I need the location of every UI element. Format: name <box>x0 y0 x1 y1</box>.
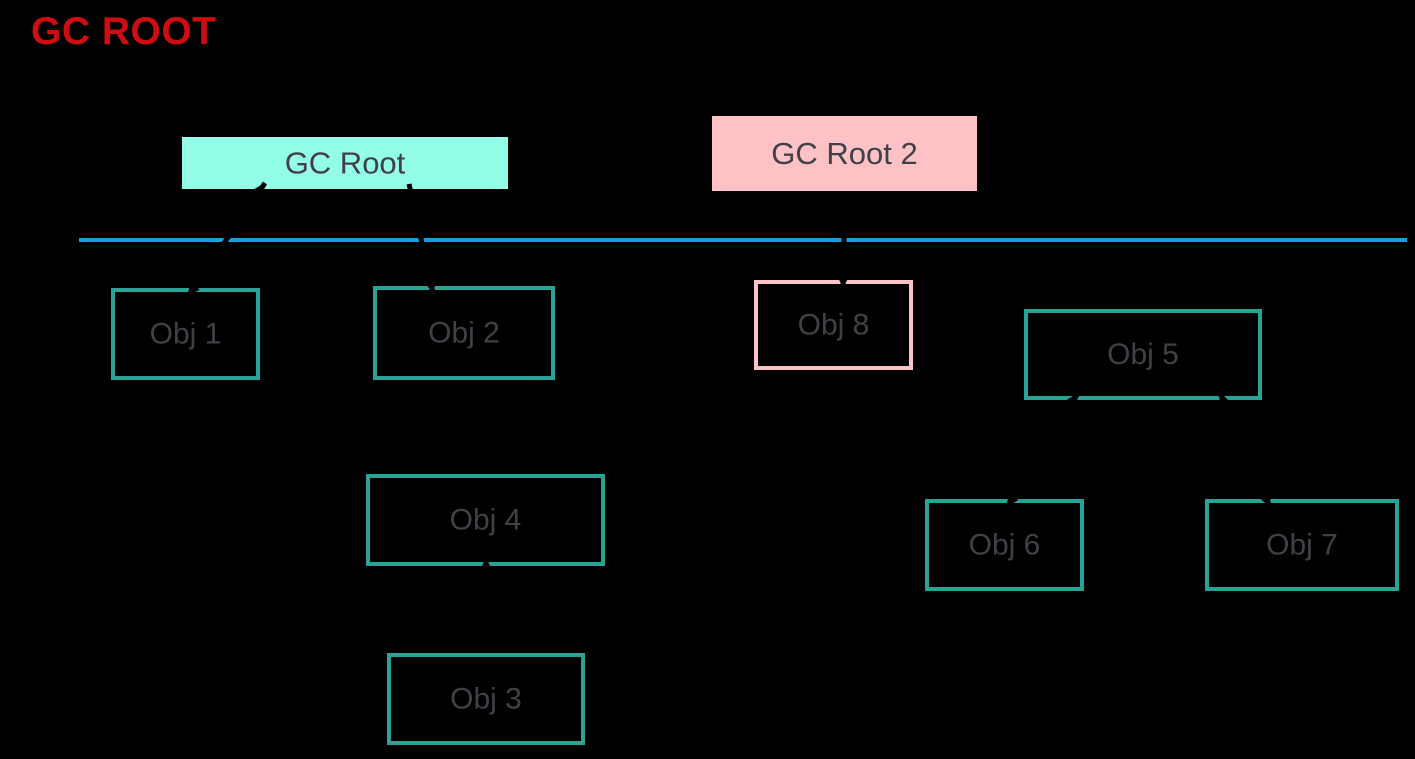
edge-gc-root-obj-2-arrowhead-start <box>405 184 418 198</box>
node-obj-2-box <box>373 286 555 380</box>
node-obj-3-label: Obj 3 <box>450 683 522 716</box>
node-obj-8-box <box>754 280 913 370</box>
node-obj-4-label: Obj 4 <box>450 504 522 537</box>
node-obj-5-label: Obj 5 <box>1107 338 1179 371</box>
node-obj-1-label: Obj 1 <box>150 318 222 351</box>
edge-obj-5-obj-7-line <box>1217 391 1273 509</box>
node-obj-6-label: Obj 6 <box>969 529 1041 562</box>
node-obj-7-label: Obj 7 <box>1266 529 1338 562</box>
edge-gc-root-obj-1-arrowhead-end <box>188 282 200 296</box>
edge-obj-5-obj-6-line <box>1004 391 1081 509</box>
node-obj-5-box <box>1024 309 1262 400</box>
node-obj-3-box <box>387 653 585 745</box>
edge-gc-root-obj-2-line <box>406 183 436 294</box>
edge-gc-root-obj-1-line <box>185 181 268 298</box>
node-gc-root-box <box>182 137 508 189</box>
node-obj-2-label: Obj 2 <box>428 317 500 350</box>
edge-gc-root-2-obj-8-line <box>840 191 848 289</box>
node-gc-root-2-box <box>712 116 977 191</box>
edge-obj-5-obj-6-arrowhead-end <box>1007 493 1019 507</box>
edge-obj-3-obj-4-arrowhead-end <box>480 558 492 570</box>
edge-gc-root-2-obj-8-arrowhead-end <box>837 275 850 288</box>
edge-obj-5-obj-7-arrowhead-end <box>1259 493 1271 507</box>
node-obj-8-label: Obj 8 <box>798 309 870 342</box>
edge-gc-root-obj-1-arrowhead-start <box>253 183 265 197</box>
edge-gc-root-obj-2-arrowhead-end <box>424 279 437 293</box>
page-title: GC ROOT <box>31 10 217 53</box>
node-obj-7-box <box>1205 499 1399 591</box>
edge-obj-5-obj-6-arrowhead-start <box>1066 393 1078 407</box>
node-gc-root-label: GC Root <box>285 146 406 181</box>
node-obj-6-box <box>925 499 1084 591</box>
edge-obj-5-obj-7-arrowhead-start <box>1219 393 1231 407</box>
node-gc-root-2-label: GC Root 2 <box>771 136 917 171</box>
node-obj-1-box <box>111 288 260 380</box>
